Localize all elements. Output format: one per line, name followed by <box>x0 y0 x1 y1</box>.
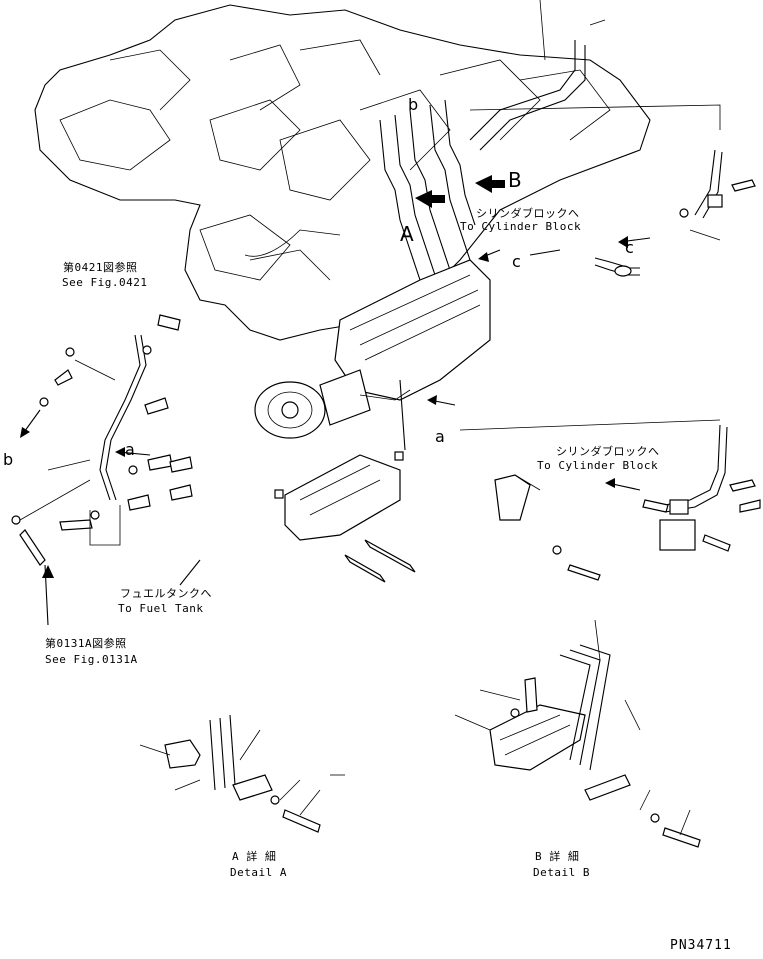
callout-c-right-label: c <box>625 238 635 257</box>
callout-b-top-label: b <box>408 95 419 114</box>
pump-bracket <box>274 379 416 583</box>
fig0131a-jp: 第0131A図参照 <box>45 637 127 650</box>
fig0421-en: See Fig.0421 <box>62 276 148 289</box>
callout-b-label: B <box>508 168 523 192</box>
fig0131a-en: See Fig.0131A <box>45 653 138 666</box>
bracket-right <box>459 419 721 581</box>
fig0421-jp: 第0421図参照 <box>63 261 138 274</box>
arrow-icon <box>20 175 651 626</box>
detail-a-drawing <box>139 714 345 833</box>
callout-a-label: A <box>400 222 415 246</box>
engine-block <box>34 0 651 341</box>
detail-b-drawing <box>454 619 701 848</box>
pipe-assembly-upper-right <box>469 104 756 277</box>
callout-c-top-label: c <box>512 252 522 271</box>
detail-a-jp: A 詳 細 <box>232 850 277 863</box>
pipe-assembly-mid-right <box>642 424 761 552</box>
cyl-block-top-en: To Cylinder Block <box>460 220 582 233</box>
fuel-tank-jp: フュエルタンクへ <box>120 587 212 600</box>
cyl-block-mid-jp: シリンダブロックへ <box>556 445 660 458</box>
callout-a-mid-label: a <box>435 427 446 446</box>
pipe-assembly-left <box>11 314 193 566</box>
detail-b-en: Detail B <box>533 866 590 879</box>
part-number: PN34711 <box>670 938 732 953</box>
callout-a-left-label: a <box>125 440 136 459</box>
injection-pump <box>254 259 491 439</box>
callout-b-left-label: b <box>3 450 14 469</box>
cyl-block-top-jp: シリンダブロックへ <box>476 207 580 220</box>
fuel-tank-en: To Fuel Tank <box>118 602 204 615</box>
detail-a-en: Detail A <box>230 866 287 879</box>
detail-b-jp: B 詳 細 <box>535 850 580 863</box>
cyl-block-mid-en: To Cylinder Block <box>537 459 659 472</box>
